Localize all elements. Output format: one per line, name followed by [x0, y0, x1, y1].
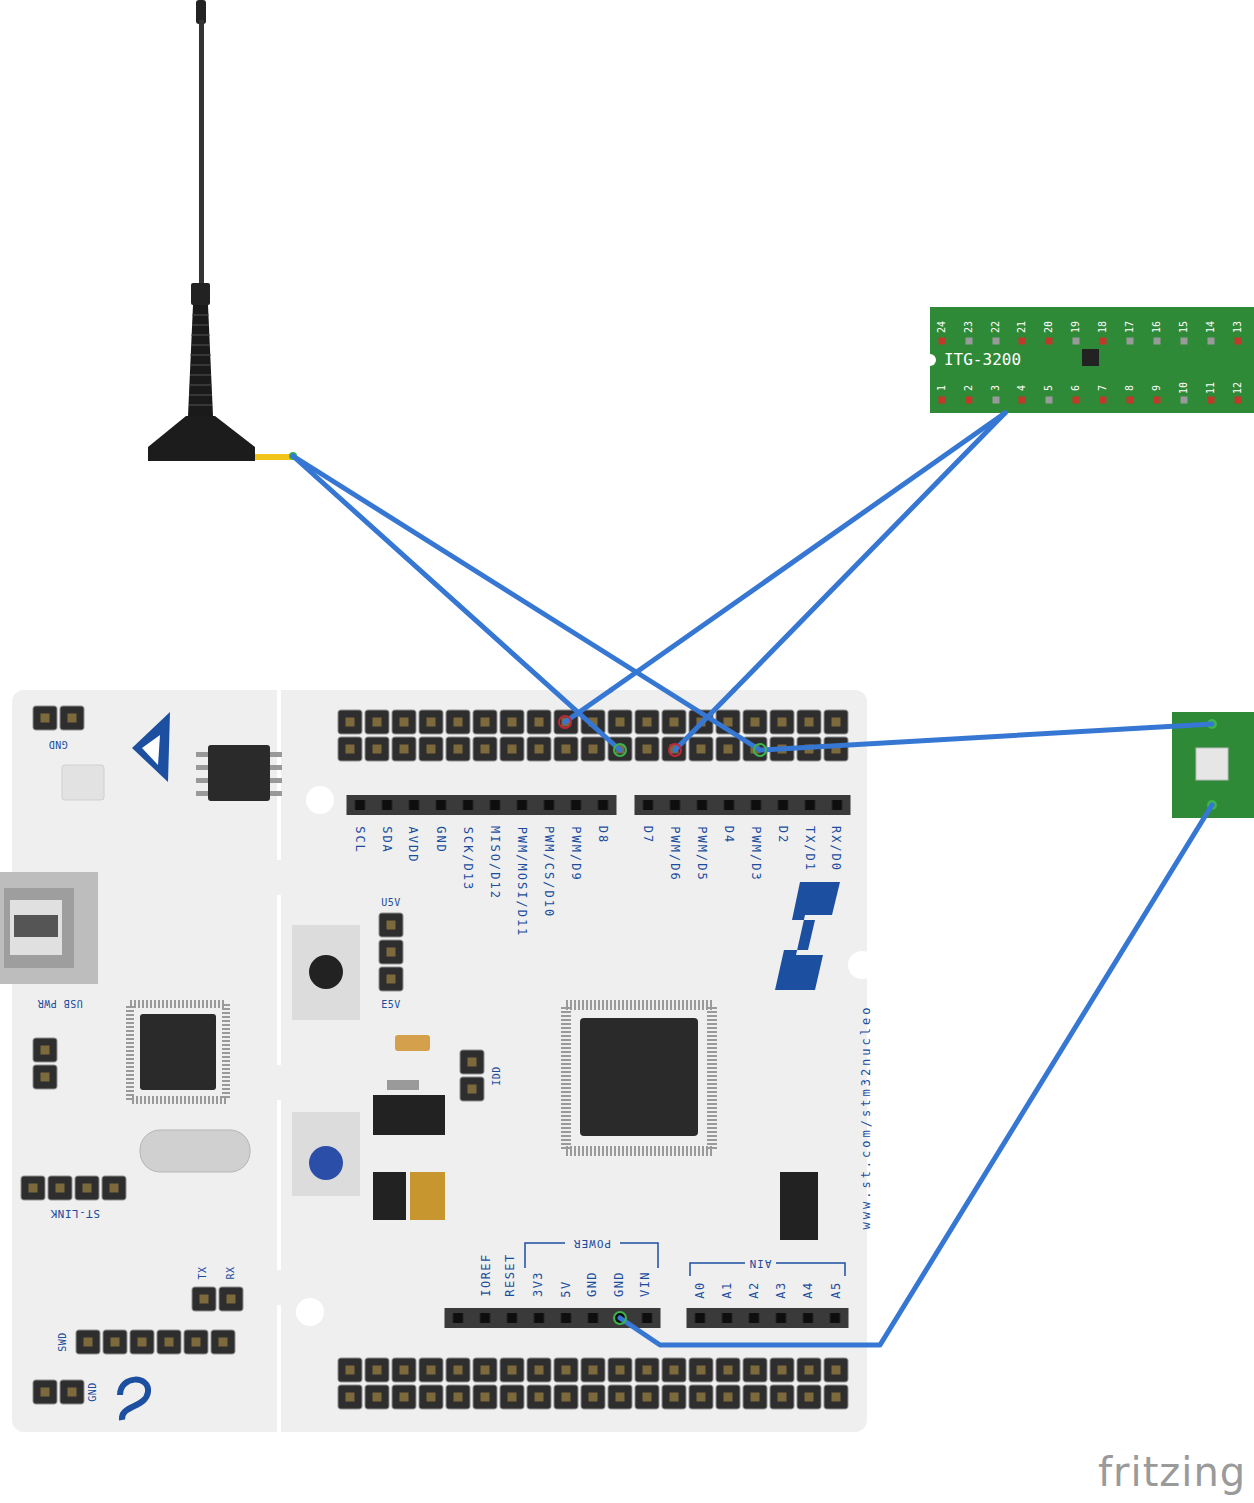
- pin-label: A1: [721, 1281, 733, 1298]
- pin-label: RX: [226, 1266, 236, 1279]
- pin-label: PWM/D9: [570, 826, 582, 881]
- pin-number: 12: [1233, 382, 1243, 394]
- pin-label: GND: [88, 1382, 98, 1402]
- pin-number: 22: [991, 321, 1001, 333]
- pin-label: D8: [597, 826, 609, 844]
- jumper-label: U5V: [381, 898, 401, 908]
- pin-label: A5: [830, 1281, 842, 1298]
- pin-label: PWM/D6: [669, 826, 681, 881]
- pin-label: SCL: [354, 826, 366, 854]
- antenna: [148, 0, 297, 461]
- pin-number: 7: [1098, 385, 1108, 391]
- pin-number: 2: [964, 385, 974, 391]
- pin-label: A4: [802, 1281, 814, 1298]
- group-label: AIN: [749, 1258, 772, 1269]
- pin-label: SDA: [381, 826, 393, 854]
- pin-number: 8: [1125, 385, 1135, 391]
- gyro-board: [924, 307, 1254, 413]
- pin-label: GND: [48, 739, 68, 749]
- group-label: POWER: [573, 1238, 611, 1249]
- pin-label: MISO/D12: [489, 826, 501, 900]
- pin-number: 24: [937, 321, 947, 333]
- pin-label: VIN: [639, 1271, 651, 1297]
- pin-number: 23: [964, 321, 974, 333]
- pin-label: A3: [775, 1281, 787, 1298]
- wire: [734, 413, 1005, 690]
- pin-number: 18: [1098, 321, 1108, 333]
- gyro-board: ITG-320024232221201918171615141312345678…: [930, 307, 1254, 413]
- pin-label: PWM/D3: [750, 826, 762, 881]
- pin-label: 5V: [560, 1280, 572, 1297]
- connector-label: ST-LINK: [50, 1208, 100, 1219]
- nucleo-board: GND USB PWR ST-LINK TX RX SWD GND U5V E5V IDD SCL S…: [12, 690, 867, 1432]
- pin-number: 3: [991, 385, 1001, 391]
- pin-label: AVDD: [407, 826, 419, 863]
- pin-label: SCK/D13: [462, 826, 474, 891]
- pin-label: 3V3: [532, 1271, 544, 1297]
- pin-label: A0: [694, 1281, 706, 1298]
- nucleo-board: [0, 690, 876, 1432]
- pin-number: 19: [1071, 321, 1081, 333]
- pin-label: GND: [435, 826, 447, 854]
- pin-number: 16: [1152, 321, 1162, 333]
- board-name: ITG-3200: [944, 352, 1021, 368]
- jumper-label: IDD: [492, 1066, 502, 1086]
- pin-number: 17: [1125, 321, 1135, 333]
- pin-label: GND: [586, 1271, 598, 1297]
- pin-label: D2: [777, 826, 789, 844]
- pin-number: 15: [1179, 321, 1189, 333]
- pin-number: 10: [1179, 382, 1189, 394]
- pin-number: 14: [1206, 321, 1216, 333]
- pin-label: A2: [748, 1281, 760, 1298]
- pin-number: 5: [1044, 385, 1054, 391]
- pin-label: GND: [613, 1271, 625, 1297]
- pin-number: 11: [1206, 382, 1216, 394]
- pin-label: PWM/CS/D10: [543, 826, 555, 918]
- pin-label: RX/D0: [830, 826, 842, 872]
- pin-number: 6: [1071, 385, 1081, 391]
- connector-label: USB PWR: [37, 998, 83, 1008]
- pin-label: RESET: [504, 1253, 516, 1297]
- pin-number: 20: [1044, 321, 1054, 333]
- pin-number: 9: [1152, 385, 1162, 391]
- pin-number: 21: [1017, 321, 1027, 333]
- pin-label: TX: [198, 1266, 208, 1279]
- watermark: fritzing: [1098, 1452, 1246, 1492]
- pin-label: TX/D1: [804, 826, 816, 872]
- wire: [611, 413, 1005, 690]
- pin-label: D7: [642, 826, 654, 844]
- pin-markers: [559, 716, 766, 1324]
- pin-label: D4: [723, 826, 735, 844]
- connector-label: SWD: [58, 1332, 68, 1352]
- pin-label: PWM/MOSI/D11: [516, 826, 528, 937]
- pin-number: 4: [1017, 385, 1027, 391]
- pin-label: IOREF: [480, 1253, 492, 1297]
- pin-number: 13: [1233, 321, 1243, 333]
- board-url: www.st.com/stm32nucleo: [860, 1005, 872, 1230]
- pin-number: 1: [937, 385, 947, 391]
- pin-label: PWM/D5: [696, 826, 708, 881]
- jumper-label: E5V: [381, 1000, 401, 1010]
